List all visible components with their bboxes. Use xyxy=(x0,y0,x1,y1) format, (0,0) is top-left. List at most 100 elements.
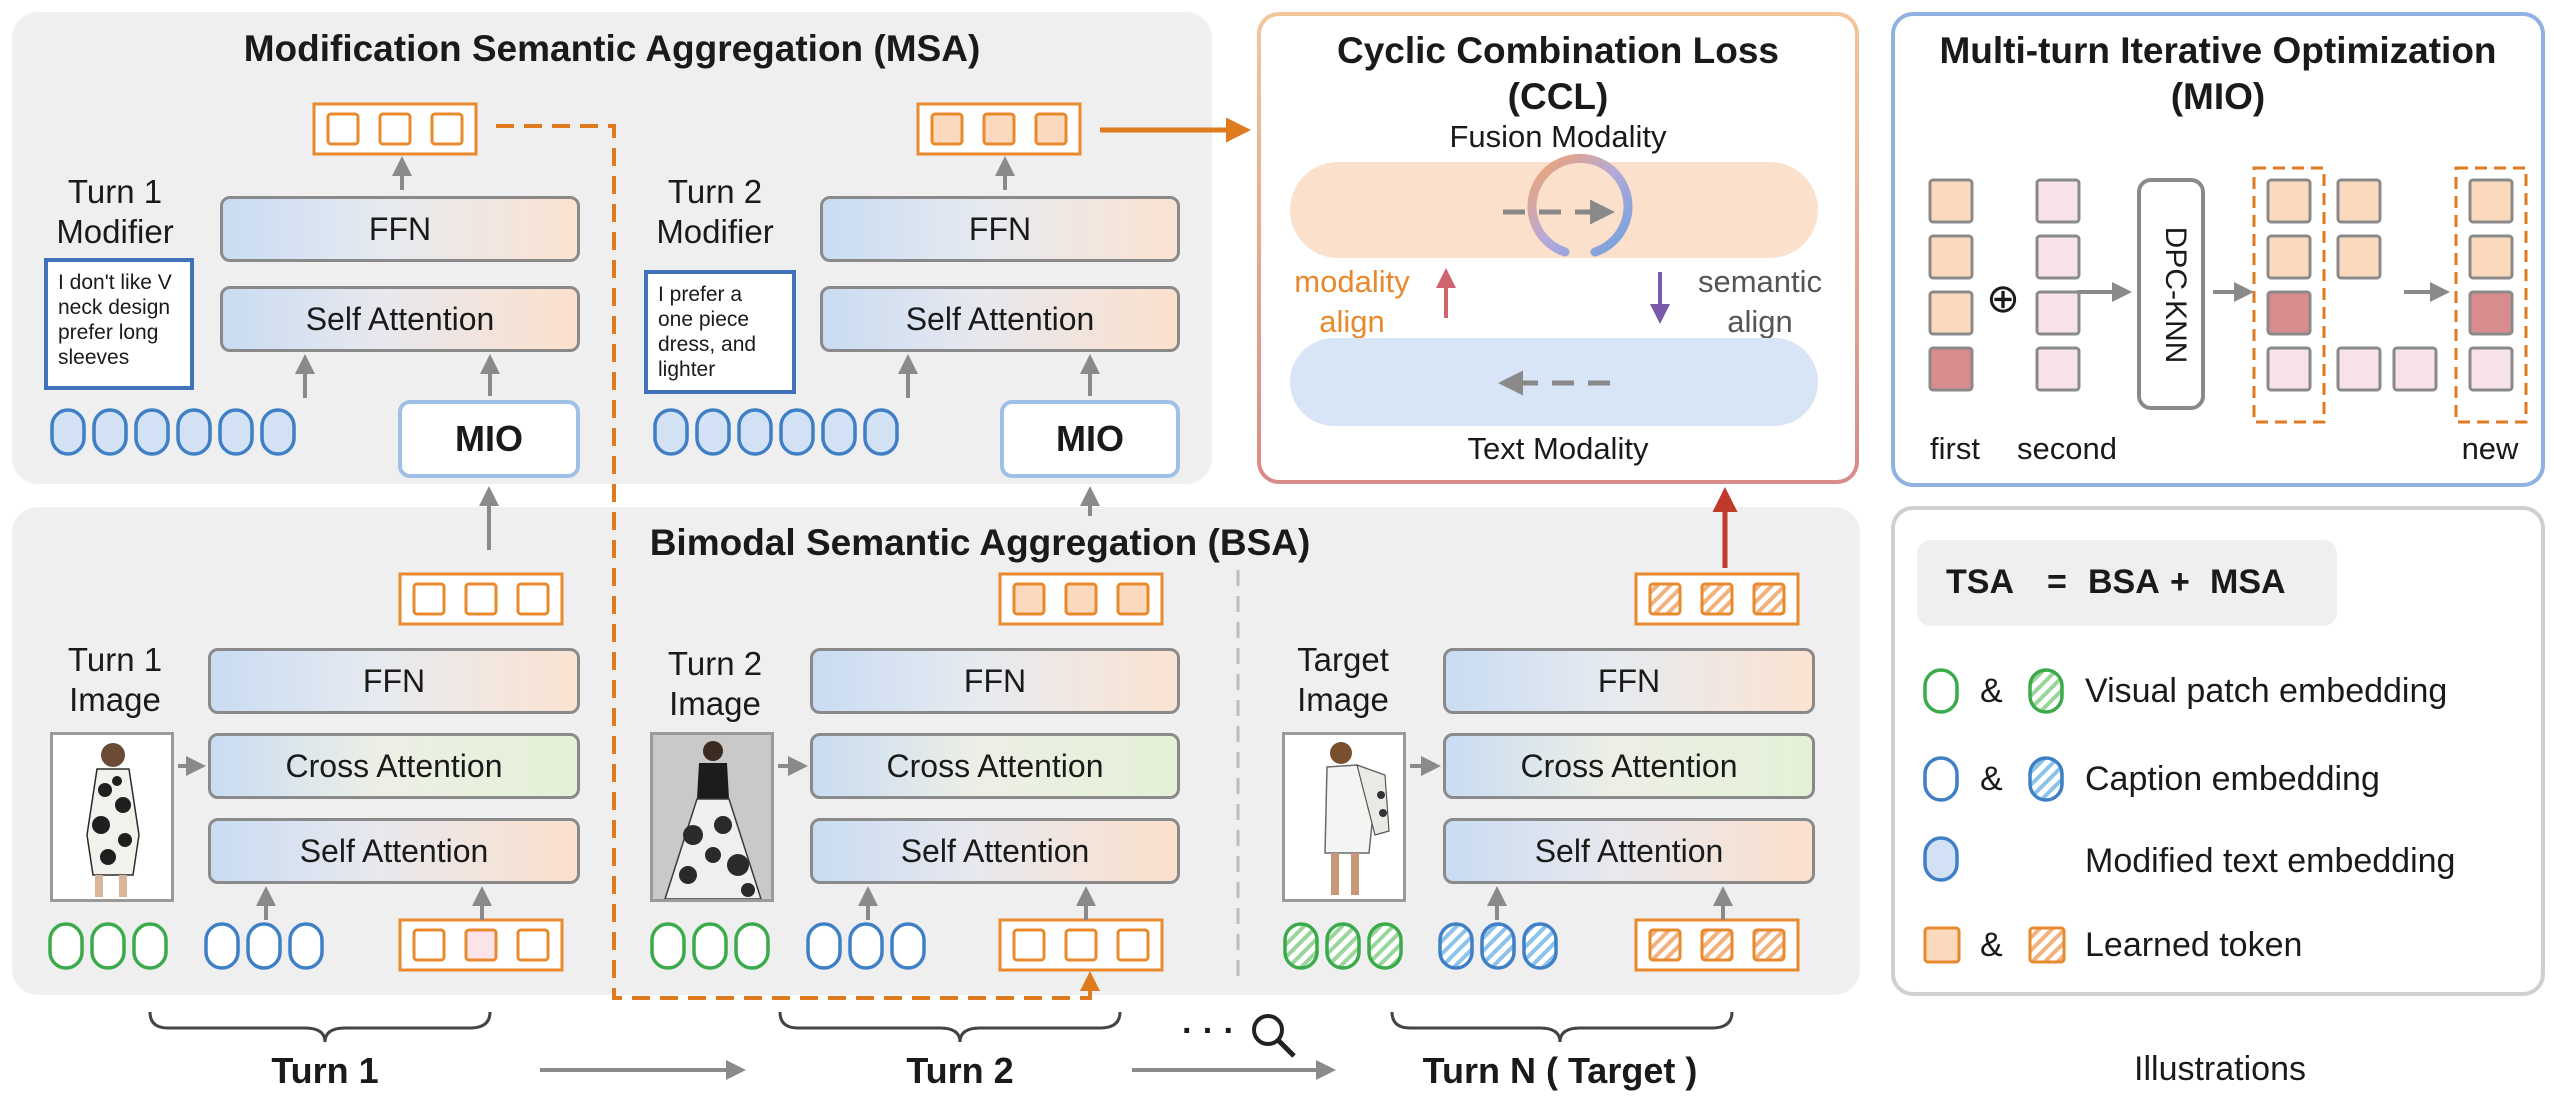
turn1-image-label: Turn 1 Image xyxy=(67,641,163,718)
bsa2-cross-attention: Cross Attention xyxy=(810,733,1180,799)
visual-patch-embedding xyxy=(132,922,168,970)
formula-bsa: BSA xyxy=(2088,563,2160,601)
msa2-output-tokens-token xyxy=(982,112,1016,146)
msa1-output-tokens-token xyxy=(430,112,464,146)
modified-text-embedding xyxy=(260,408,296,456)
bottom-illustrations: Illustrations xyxy=(2134,1050,2306,1088)
legend-learned-token: Learned token xyxy=(2085,926,2303,964)
magnifier-icon xyxy=(1252,1014,1296,1058)
mio-title-1: Multi-turn Iterative Optimization xyxy=(1939,30,2497,71)
modified-text-embedding xyxy=(134,408,170,456)
msa1-output-tokens-token xyxy=(326,112,360,146)
legend-token xyxy=(1923,926,1961,964)
modified-text-embedding xyxy=(176,408,212,456)
bsa2-output-tokens-token xyxy=(1012,582,1046,616)
bottom-turn1: Turn 1 xyxy=(271,1050,379,1091)
legend-visual-pill xyxy=(1923,668,1959,714)
modified-text-embedding xyxy=(218,408,254,456)
caption-embedding xyxy=(848,922,884,970)
visual-patch-embedding-target xyxy=(1367,922,1403,970)
formula-plus: + xyxy=(2170,563,2190,601)
mio-cluster-token xyxy=(2266,178,2312,224)
target-image-label: Target Image xyxy=(1297,641,1389,718)
bsa3-self-attention: Self Attention xyxy=(1443,818,1815,884)
legend-caption: Caption embedding xyxy=(2085,760,2380,798)
mio-second-token xyxy=(2035,346,2081,392)
mio-second-token xyxy=(2035,290,2081,336)
caption-embedding xyxy=(246,922,282,970)
bsa1-self-attention: Self Attention xyxy=(208,818,580,884)
bsa-title: Bimodal Semantic Aggregation (BSA) xyxy=(649,522,1311,563)
mio-cluster-token xyxy=(2392,346,2438,392)
modified-text-embedding xyxy=(737,408,773,456)
mio-panel xyxy=(1891,12,2545,487)
bsa3-input-tokens-token xyxy=(1752,928,1786,962)
modified-text-embedding xyxy=(50,408,86,456)
mio-plus-sign: ⊕ xyxy=(1986,277,2020,321)
bsa3-input-tokens-token xyxy=(1648,928,1682,962)
mio-second-token xyxy=(2035,178,2081,224)
visual-patch-embedding-target xyxy=(1283,922,1319,970)
bsa1-output-tokens-token xyxy=(464,582,498,616)
caption-embedding-target xyxy=(1522,922,1558,970)
mio-cluster-token xyxy=(2336,178,2382,224)
msa1-output-tokens-token xyxy=(378,112,412,146)
mio-new-label: new xyxy=(2461,431,2519,466)
caption-embedding xyxy=(890,922,926,970)
legend-visual-patch: Visual patch embedding xyxy=(2085,672,2448,710)
mio-cluster-token xyxy=(2336,234,2382,280)
msa1-ffn: FFN xyxy=(220,196,580,262)
bsa2-output-tokens-token xyxy=(1116,582,1150,616)
bsa2-input-tokens-token xyxy=(1012,928,1046,962)
bottom-turnN: Turn N ( Target ) xyxy=(1422,1050,1698,1091)
modality-align-label: modality align xyxy=(1294,264,1410,339)
visual-patch-embedding xyxy=(650,922,686,970)
mio-second-token xyxy=(2035,234,2081,280)
modified-text-embedding xyxy=(779,408,815,456)
bottom-dots: · · · xyxy=(1182,1012,1235,1050)
bsa1-input-tokens-token xyxy=(516,928,550,962)
turn1-image xyxy=(50,732,174,902)
bottom-turn2: Turn 2 xyxy=(906,1050,1014,1091)
msa1-mio: MIO xyxy=(398,400,580,478)
msa1-self-attention: Self Attention xyxy=(220,286,580,352)
bsa1-output-tokens-token xyxy=(412,582,446,616)
bsa1-cross-attention: Cross Attention xyxy=(208,733,580,799)
msa2-output-tokens-token xyxy=(930,112,964,146)
mio-new-token xyxy=(2468,346,2514,392)
turn1-modifier-note: I don't like V neck design prefer long s… xyxy=(44,258,194,390)
mio-new-token xyxy=(2468,234,2514,280)
visual-patch-embedding-target xyxy=(1325,922,1361,970)
legend-caption-pill-hatched xyxy=(2028,756,2064,802)
bsa1-input-tokens-token xyxy=(412,928,446,962)
modified-text-embedding xyxy=(653,408,689,456)
modified-text-embedding xyxy=(92,408,128,456)
mio-first-token xyxy=(1928,346,1974,392)
legend-modified-pill xyxy=(1923,836,1959,882)
mio-title-2: (MIO) xyxy=(2170,76,2266,117)
ccl-title-2: (CCL) xyxy=(1507,76,1609,117)
bsa2-ffn: FFN xyxy=(810,648,1180,714)
mio-cluster-token xyxy=(2266,346,2312,392)
msa-title: Modification Semantic Aggregation (MSA) xyxy=(243,28,981,69)
modified-text-embedding xyxy=(695,408,731,456)
legend-caption-pill xyxy=(1923,756,1959,802)
bsa2-self-attention: Self Attention xyxy=(810,818,1180,884)
semantic-align-label: semantic align xyxy=(1697,264,1823,339)
legend-token-hatched xyxy=(2028,926,2066,964)
visual-patch-embedding xyxy=(692,922,728,970)
turn2-image xyxy=(650,732,774,902)
legend-modified-text: Modified text embedding xyxy=(2085,842,2456,880)
mio-first-token xyxy=(1928,234,1974,280)
formula-eq: = xyxy=(2047,563,2067,601)
mio-new-token xyxy=(2468,178,2514,224)
legend-amp-1: & xyxy=(1980,672,2003,710)
ccl-title-1: Cyclic Combination Loss xyxy=(1336,30,1779,71)
bsa1-input-tokens-token xyxy=(464,928,498,962)
mio-cluster-token xyxy=(2266,290,2312,336)
legend-amp-2: & xyxy=(1980,760,2003,798)
bsa2-input-tokens-token xyxy=(1064,928,1098,962)
mio-first-token xyxy=(1928,178,1974,224)
mio-first-label: first xyxy=(1930,431,1980,466)
modified-text-embedding xyxy=(821,408,857,456)
